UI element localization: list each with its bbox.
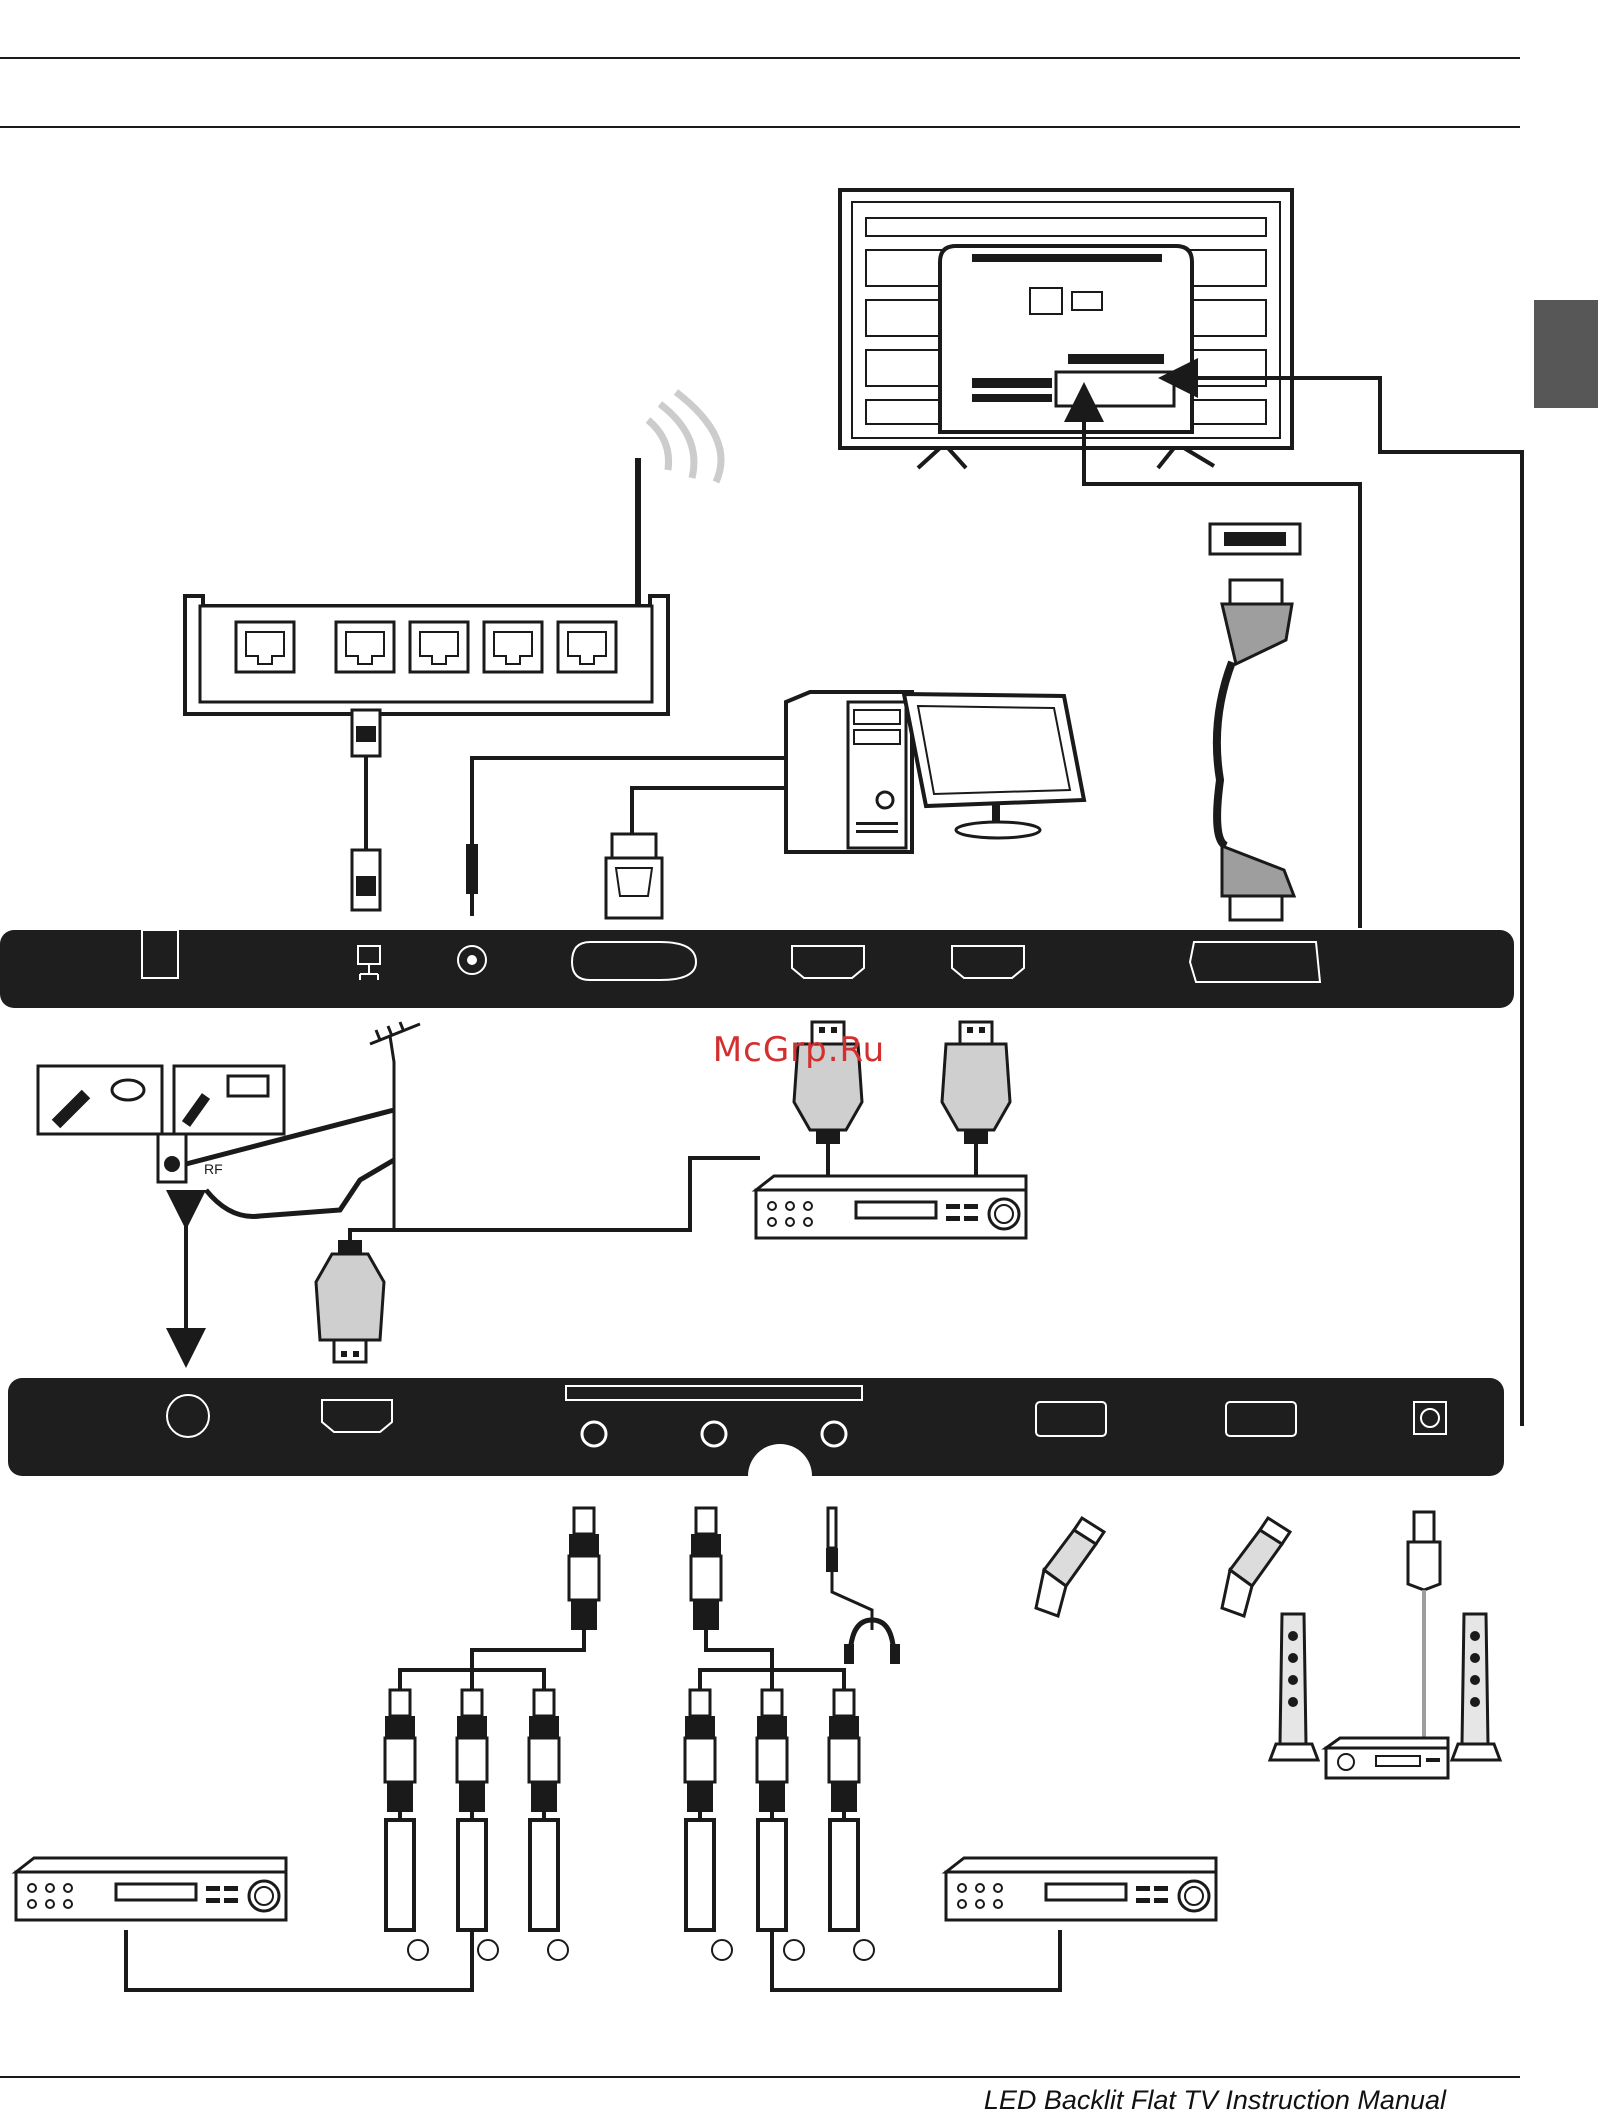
antenna-icon — [369, 1021, 421, 1230]
audio-jack-icon — [466, 844, 478, 916]
footer-title: LED Backlit Flat TV Instruction Manual — [983, 2085, 1446, 2115]
set-top-box-icon — [754, 1174, 1028, 1240]
rca-plug-icon — [383, 1506, 861, 1814]
lan-cable-icon — [350, 708, 382, 912]
rca-color-markers — [407, 1939, 875, 1961]
pc-tower-icon — [784, 690, 914, 854]
rf-label: RF — [204, 1161, 223, 1177]
home-theater-receiver-icon — [1321, 1736, 1450, 1780]
footer-rule — [0, 2076, 1520, 2078]
scart-cable-icon — [1208, 522, 1302, 922]
tv-side-cables — [1064, 358, 1524, 1426]
rca-cables — [124, 1630, 1062, 1992]
monitor-icon — [901, 691, 1087, 840]
optical-plug-icon — [1406, 1510, 1442, 1740]
headphones-icon — [826, 1506, 900, 1664]
chapter-tab — [1534, 300, 1598, 408]
stb-cables — [348, 1144, 978, 1240]
watermark-text: McGrp.Ru — [712, 1030, 886, 1070]
dvd-player-icon — [14, 1856, 1218, 1922]
tv-rear-icon — [838, 188, 1294, 470]
router-icon — [183, 458, 670, 716]
vga-plug-icon — [604, 832, 664, 920]
pc-cables — [470, 756, 786, 852]
upper-connection-panel — [0, 929, 1514, 1008]
hdmi-plug-lower-icon — [314, 1238, 386, 1364]
rf-connector-inset: RF — [36, 1064, 396, 1368]
lower-connection-panel — [8, 1378, 1504, 1508]
rca-lower-plugs — [384, 1818, 860, 1932]
top-rule-1 — [0, 57, 1520, 59]
top-rule-2 — [0, 126, 1520, 128]
usb-stick-icon — [1034, 1516, 1292, 1618]
wifi-signal-icon — [645, 389, 725, 484]
